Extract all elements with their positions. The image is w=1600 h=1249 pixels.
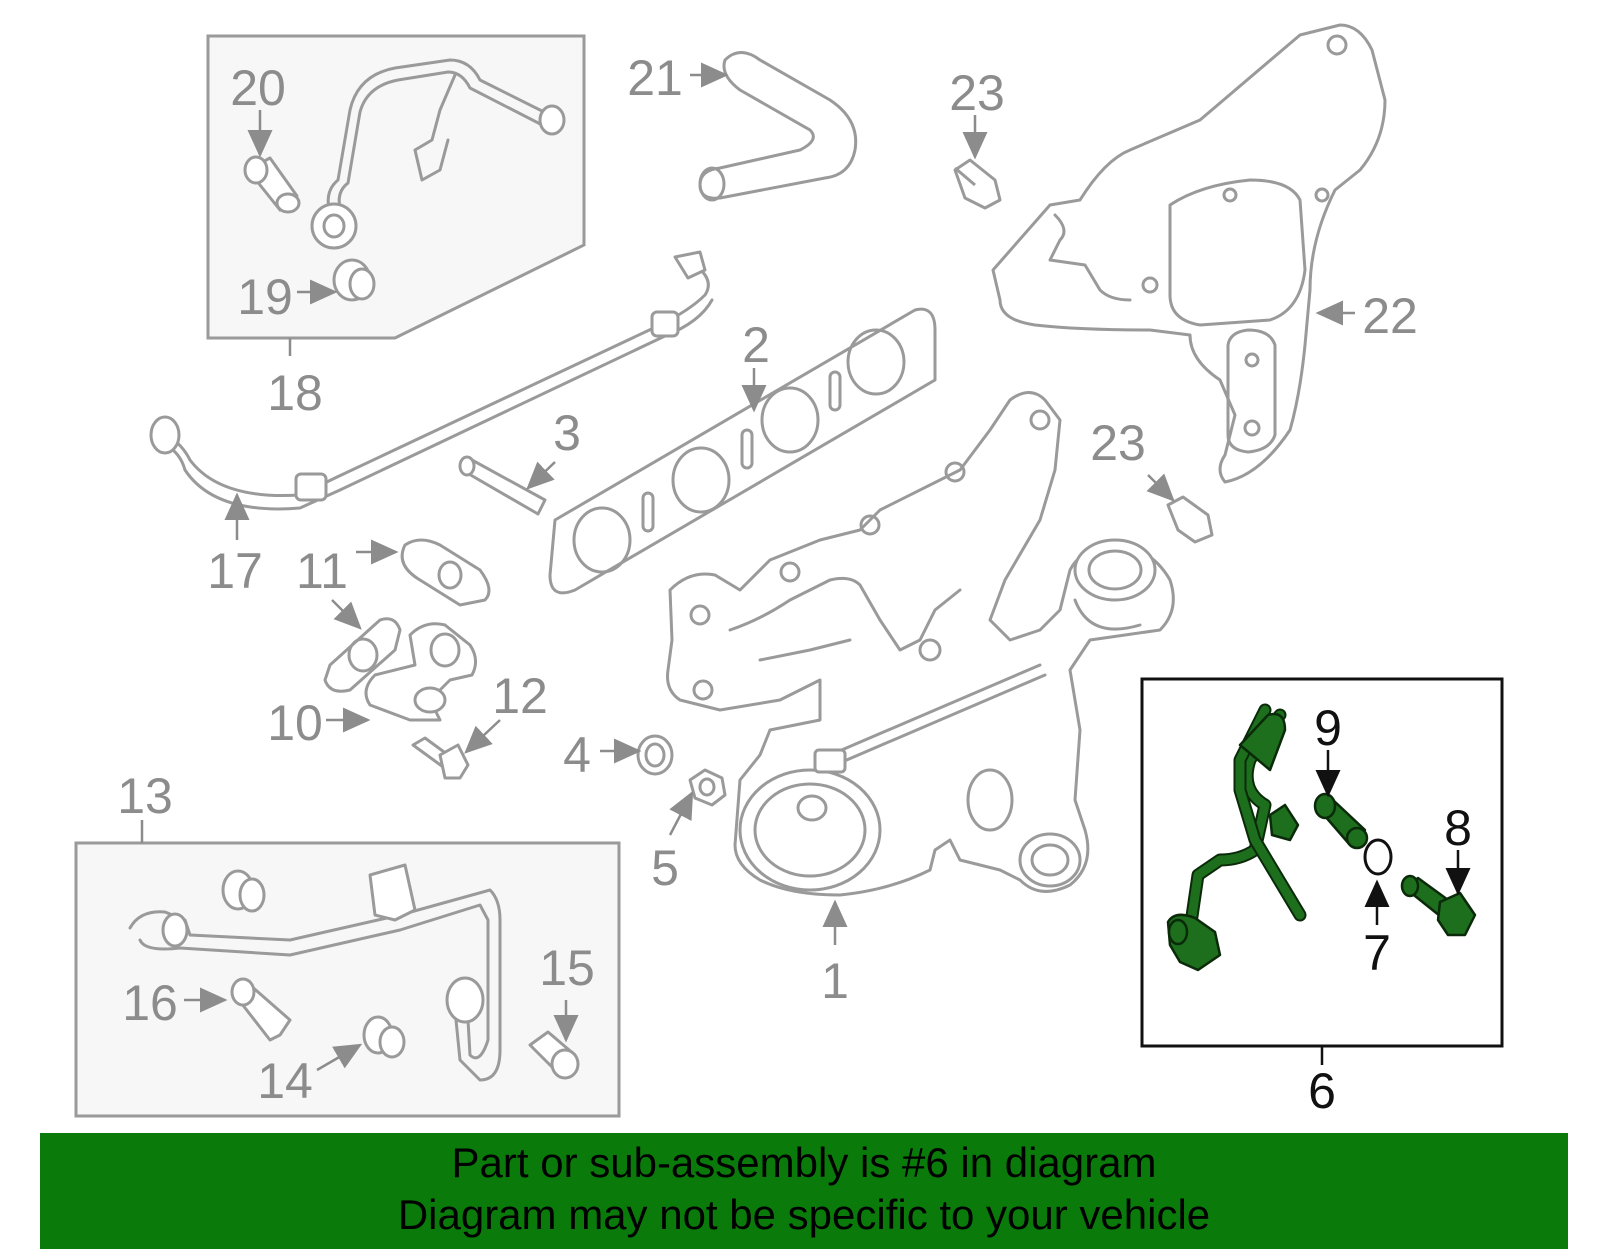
callout-9: 9 xyxy=(1314,700,1342,756)
callout-12: 12 xyxy=(492,668,548,724)
part-2-gasket[interactable] xyxy=(548,307,937,595)
callout-3: 3 xyxy=(553,405,581,461)
part-13-washer[interactable] xyxy=(221,869,266,913)
callout-15: 15 xyxy=(539,940,595,996)
part-22-heat-shield[interactable] xyxy=(991,23,1387,484)
callout-23-lower: 23 xyxy=(1090,415,1146,471)
callout-14: 14 xyxy=(257,1053,313,1109)
callout-17: 17 xyxy=(207,543,263,599)
part-4-washer[interactable] xyxy=(636,734,674,776)
part-15-fitting[interactable] xyxy=(528,1030,580,1080)
callout-1: 1 xyxy=(821,953,849,1009)
callout-20: 20 xyxy=(230,60,286,116)
callout-8: 8 xyxy=(1444,800,1472,856)
part-21-hose[interactable] xyxy=(698,51,858,202)
notice-banner: Part or sub-assembly is #6 in diagram Di… xyxy=(40,1133,1568,1249)
callout-23-top: 23 xyxy=(949,65,1005,121)
part-12-bolt[interactable] xyxy=(411,736,470,780)
part-20-fitting[interactable] xyxy=(243,155,301,214)
callout-10: 10 xyxy=(267,695,323,751)
callout-5: 5 xyxy=(651,840,679,896)
callout-22: 22 xyxy=(1362,288,1418,344)
part-16-bolt[interactable] xyxy=(230,977,292,1042)
callout-16: 16 xyxy=(122,975,178,1031)
part-23-bolt-top[interactable] xyxy=(953,158,1002,210)
part-9-fitting[interactable] xyxy=(1313,792,1369,850)
callout-21: 21 xyxy=(627,50,683,106)
leader-arrows xyxy=(184,62,1471,1072)
callout-18: 18 xyxy=(267,365,323,421)
part-6-oil-feed-line[interactable] xyxy=(1166,703,1307,972)
callout-13: 13 xyxy=(117,768,173,824)
banner-line-1: Part or sub-assembly is #6 in diagram xyxy=(451,1139,1157,1186)
callout-6: 6 xyxy=(1308,1063,1336,1119)
part-3-stud[interactable] xyxy=(458,455,547,516)
callout-7: 7 xyxy=(1363,925,1391,981)
part-14-washer[interactable] xyxy=(362,1015,406,1059)
banner-line-2: Diagram may not be specific to your vehi… xyxy=(397,1191,1211,1238)
kit-box-6 xyxy=(1140,677,1504,1065)
part-18-oil-line[interactable] xyxy=(310,58,566,250)
part-7-washer[interactable] xyxy=(1363,838,1393,876)
callout-11: 11 xyxy=(296,543,348,599)
part-5-nut[interactable] xyxy=(688,768,727,807)
kit-box-18 xyxy=(206,34,586,356)
part-13-oil-line[interactable] xyxy=(128,863,502,1082)
part-1-turbocharger[interactable] xyxy=(666,391,1175,897)
part-23-bolt-lower[interactable] xyxy=(1166,495,1214,544)
callout-labels: 20 19 18 21 23 22 23 2 3 17 11 12 10 4 5… xyxy=(117,50,1472,1119)
callout-19: 19 xyxy=(237,269,293,325)
callout-2: 2 xyxy=(742,317,770,373)
callout-4: 4 xyxy=(563,727,591,783)
part-11-gasket[interactable] xyxy=(323,538,491,693)
part-10-flange[interactable] xyxy=(364,622,477,722)
kit-box-13 xyxy=(74,820,621,1118)
